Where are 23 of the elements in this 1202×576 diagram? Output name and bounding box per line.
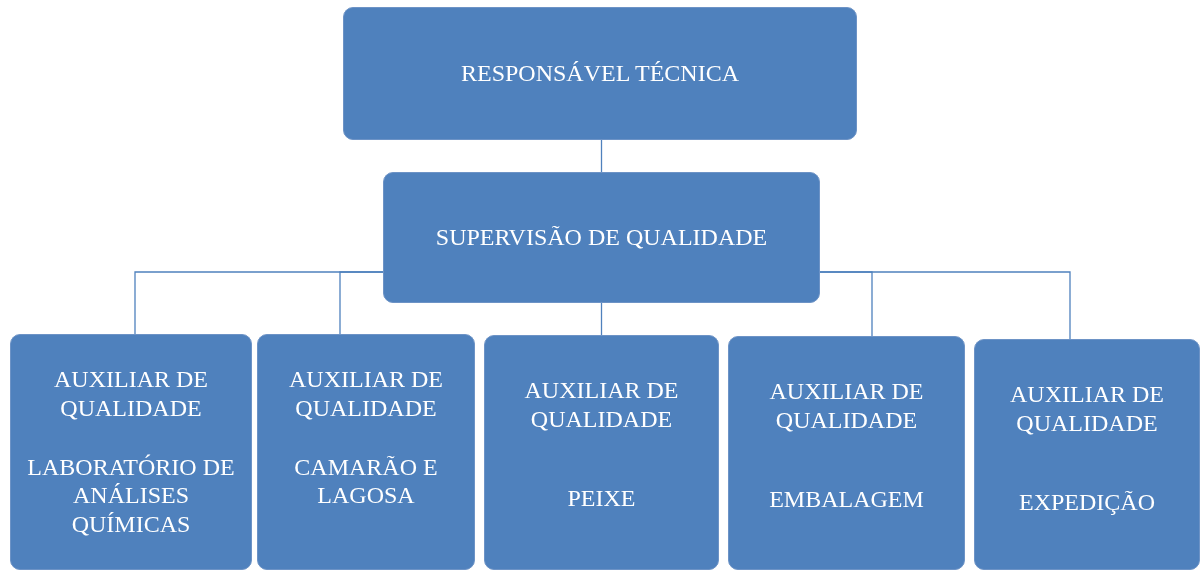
area-label: CAMARÃO E LAGOSA bbox=[293, 452, 439, 511]
role-title: AUXILIAR DE QUALIDADE bbox=[768, 377, 925, 435]
connector-line bbox=[600, 139, 603, 173]
area-label: PEIXE bbox=[567, 483, 636, 513]
org-box bbox=[383, 172, 820, 303]
area-label: EMBALAGEM bbox=[769, 484, 924, 514]
connector-line bbox=[819, 271, 1071, 340]
role-title: RESPONSÁVEL TÉCNICA bbox=[461, 59, 739, 88]
connector-line bbox=[339, 271, 384, 335]
org-box bbox=[728, 336, 965, 570]
role-title: SUPERVISÃO DE QUALIDADE bbox=[435, 223, 768, 252]
org-box bbox=[484, 335, 719, 570]
connector-line bbox=[600, 302, 603, 336]
area-label: LABORATÓRIO DE ANÁLISES QUÍMICAS bbox=[26, 452, 236, 539]
area-label: EXPEDIÇÃO bbox=[1019, 487, 1155, 517]
org-box bbox=[257, 334, 475, 570]
org-box bbox=[343, 7, 857, 140]
role-title: AUXILIAR DE QUALIDADE bbox=[53, 365, 209, 423]
role-title: AUXILIAR DE QUALIDADE bbox=[288, 365, 444, 423]
role-title: AUXILIAR DE QUALIDADE bbox=[1009, 380, 1165, 438]
org-box bbox=[10, 334, 252, 570]
role-title: AUXILIAR DE QUALIDADE bbox=[523, 376, 680, 434]
org-box bbox=[974, 339, 1200, 570]
